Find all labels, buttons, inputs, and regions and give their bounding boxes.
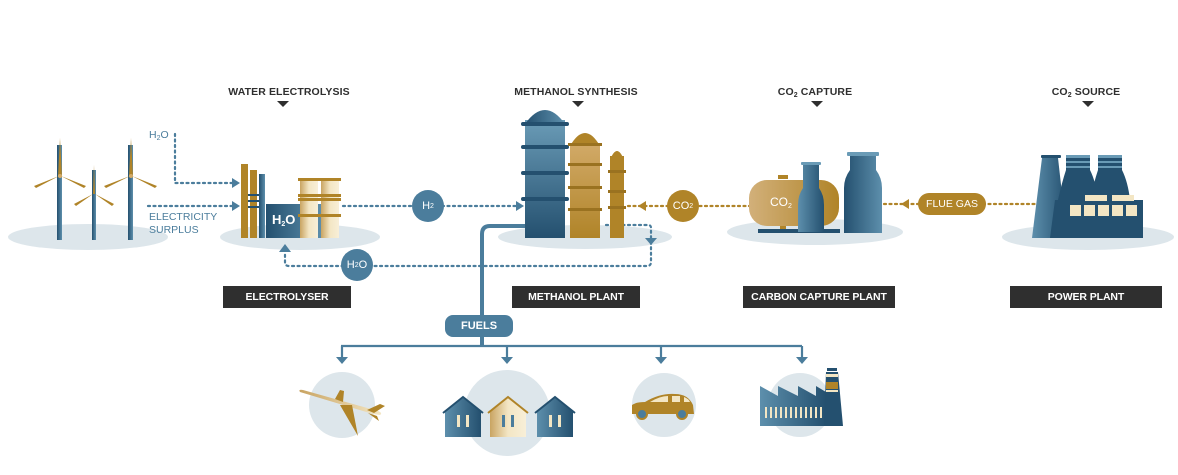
h2o-return-line <box>279 223 657 268</box>
airplane-icon <box>299 389 385 436</box>
formula-subscript: 2 <box>156 135 161 142</box>
carbon-capture-plant-icon <box>749 152 882 233</box>
title-prefix: CO <box>1051 86 1068 98</box>
car-icon <box>632 393 694 420</box>
formula-base: CO <box>672 200 690 212</box>
capture-tank-label: CO2 <box>770 195 792 210</box>
electrolyser-icon <box>241 164 341 238</box>
formula-base: CO <box>770 195 788 209</box>
water-input-label: H2O <box>149 129 169 142</box>
plant-label-carbon-capture: CARBON CAPTURE PLANT <box>743 286 895 308</box>
title-subscript: 2 <box>1067 92 1072 99</box>
electricity-label-line1: ELECTRICITY <box>149 211 218 223</box>
formula-subscript: 2 <box>689 202 694 210</box>
title-suffix: SOURCE <box>1071 86 1121 98</box>
plant-label-methanol: METHANOL PLANT <box>512 286 640 308</box>
h2-flow-line <box>341 201 524 211</box>
fuels-pipe <box>336 224 808 364</box>
formula-subscript: 2 <box>430 202 434 210</box>
fuels-badge: FUELS <box>445 315 513 337</box>
title-prefix: CO <box>777 86 794 98</box>
formula-base: H <box>346 259 355 271</box>
electricity-surplus-label: ELECTRICITY SURPLUS <box>149 211 217 237</box>
power-plant-icon <box>1032 155 1143 238</box>
houses-icon <box>442 395 576 437</box>
formula-base: H <box>422 200 431 212</box>
formula-base: H <box>149 129 157 141</box>
wind-turbines-icon <box>34 138 157 240</box>
formula-tail: O <box>160 129 169 141</box>
water-input-line <box>173 132 240 188</box>
factory-icon <box>760 368 843 426</box>
stage-title-water-electrolysis: WATER ELECTROLYSIS <box>228 86 350 98</box>
stage-title-co2-capture: CO2 CAPTURE <box>778 86 852 99</box>
electricity-input-line <box>146 201 240 211</box>
flue-gas-flow-line <box>882 199 1037 209</box>
caret-down-icon <box>572 101 584 107</box>
flue-gas-badge: FLUE GAS <box>918 193 986 215</box>
ground-wind <box>8 224 168 250</box>
title-suffix: CAPTURE <box>797 86 853 98</box>
stage-title-co2-source: CO2 SOURCE <box>1052 86 1121 99</box>
formula-base: H <box>272 212 282 227</box>
formula-subscript: 2 <box>354 261 359 269</box>
formula-subscript: 2 <box>281 221 286 228</box>
electricity-label-line2: SURPLUS <box>149 224 199 236</box>
title-subscript: 2 <box>793 92 798 99</box>
formula-subscript: 2 <box>788 203 792 210</box>
caret-down-icon <box>811 101 823 107</box>
formula-tail: O <box>285 212 296 227</box>
plant-label-power: POWER PLANT <box>1010 286 1162 308</box>
caret-down-icon <box>1082 101 1094 107</box>
caret-down-icon <box>277 101 289 107</box>
stage-title-methanol-synthesis: METHANOL SYNTHESIS <box>514 86 638 98</box>
formula-tail: O <box>358 259 368 271</box>
methanol-plant-icon <box>521 110 626 238</box>
plant-label-electrolyser: ELECTROLYSER <box>223 286 351 308</box>
electrolyser-tank-label: H2O <box>272 212 295 228</box>
